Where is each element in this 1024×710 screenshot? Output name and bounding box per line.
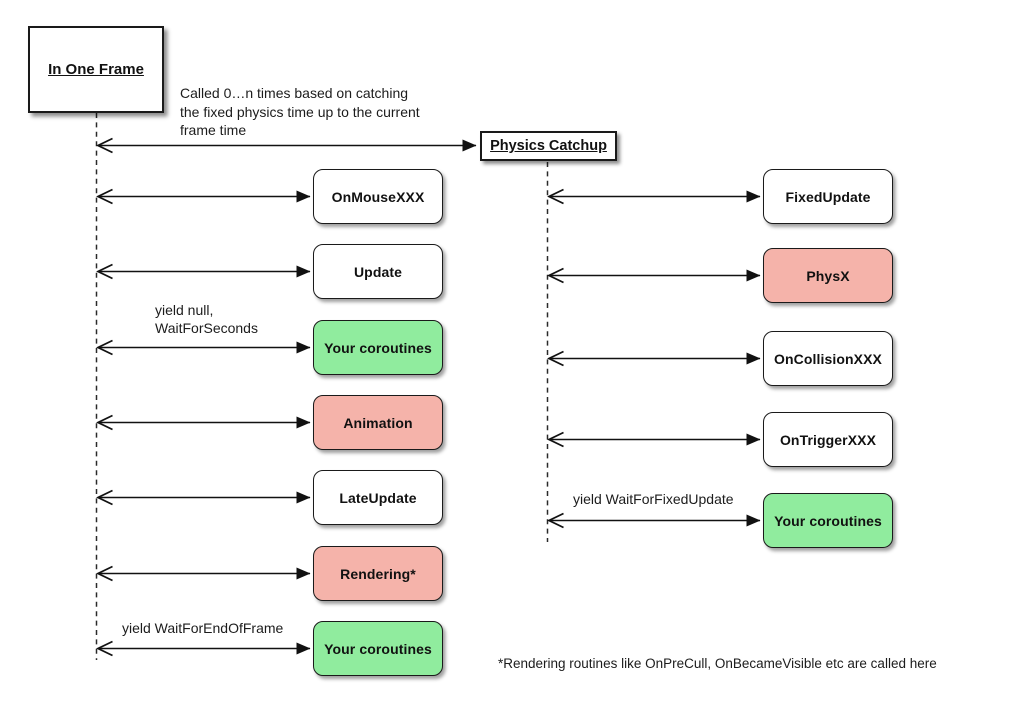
- node-rendering: Rendering*: [313, 546, 443, 601]
- node-label: OnTriggerXXX: [779, 431, 877, 448]
- node-label: FixedUpdate: [785, 188, 871, 205]
- node-lateupdate: LateUpdate: [313, 470, 443, 525]
- node-onmousexxx: OnMouseXXX: [313, 169, 443, 224]
- node-label: Your coroutines: [774, 512, 882, 529]
- node-label: Your coroutines: [324, 339, 432, 356]
- catchup-note-line: frame time: [180, 122, 247, 138]
- node-label: LateUpdate: [339, 489, 417, 506]
- node-your-coroutines-frame: Your coroutines: [313, 320, 443, 375]
- physics-catchup-label: Physics Catchup: [490, 138, 607, 154]
- yield-null-note: yield null, WaitForSeconds: [155, 301, 355, 337]
- in-one-frame-label: In One Frame: [48, 61, 144, 78]
- node-update: Update: [313, 244, 443, 299]
- node-label: PhysX: [806, 267, 850, 284]
- in-one-frame-box: In One Frame: [28, 26, 164, 113]
- node-label: Animation: [343, 414, 413, 431]
- node-label: Update: [353, 263, 403, 280]
- node-oncollisionxxx: OnCollisionXXX: [763, 331, 893, 386]
- rendering-footnote: *Rendering routines like OnPreCull, OnBe…: [498, 656, 937, 671]
- yield-null-line: WaitForSeconds: [155, 320, 258, 336]
- catchup-note: Called 0…n times based on catching the f…: [180, 84, 470, 140]
- catchup-note-line: the fixed physics time up to the current: [180, 103, 420, 120]
- node-your-coroutines-endofframe: Your coroutines: [313, 621, 443, 676]
- node-animation: Animation: [313, 395, 443, 450]
- node-fixedupdate: FixedUpdate: [763, 169, 893, 224]
- node-label: OnCollisionXXX: [774, 350, 882, 367]
- node-label: Your coroutines: [324, 640, 432, 657]
- yield-waitforfixedupdate-note: yield WaitForFixedUpdate: [573, 491, 734, 507]
- yield-null-line: yield null,: [155, 302, 214, 318]
- physics-catchup-box: Physics Catchup: [480, 131, 617, 161]
- yield-waitforendofframe-note: yield WaitForEndOfFrame: [122, 620, 284, 636]
- node-your-coroutines-fixed: Your coroutines: [763, 493, 893, 548]
- catchup-note-line: Called 0…n times based on catching: [180, 85, 409, 101]
- node-label: Rendering*: [340, 565, 416, 582]
- node-label: OnMouseXXX: [331, 188, 425, 205]
- node-ontriggerxxx: OnTriggerXXX: [763, 412, 893, 467]
- node-physx: PhysX: [763, 248, 893, 303]
